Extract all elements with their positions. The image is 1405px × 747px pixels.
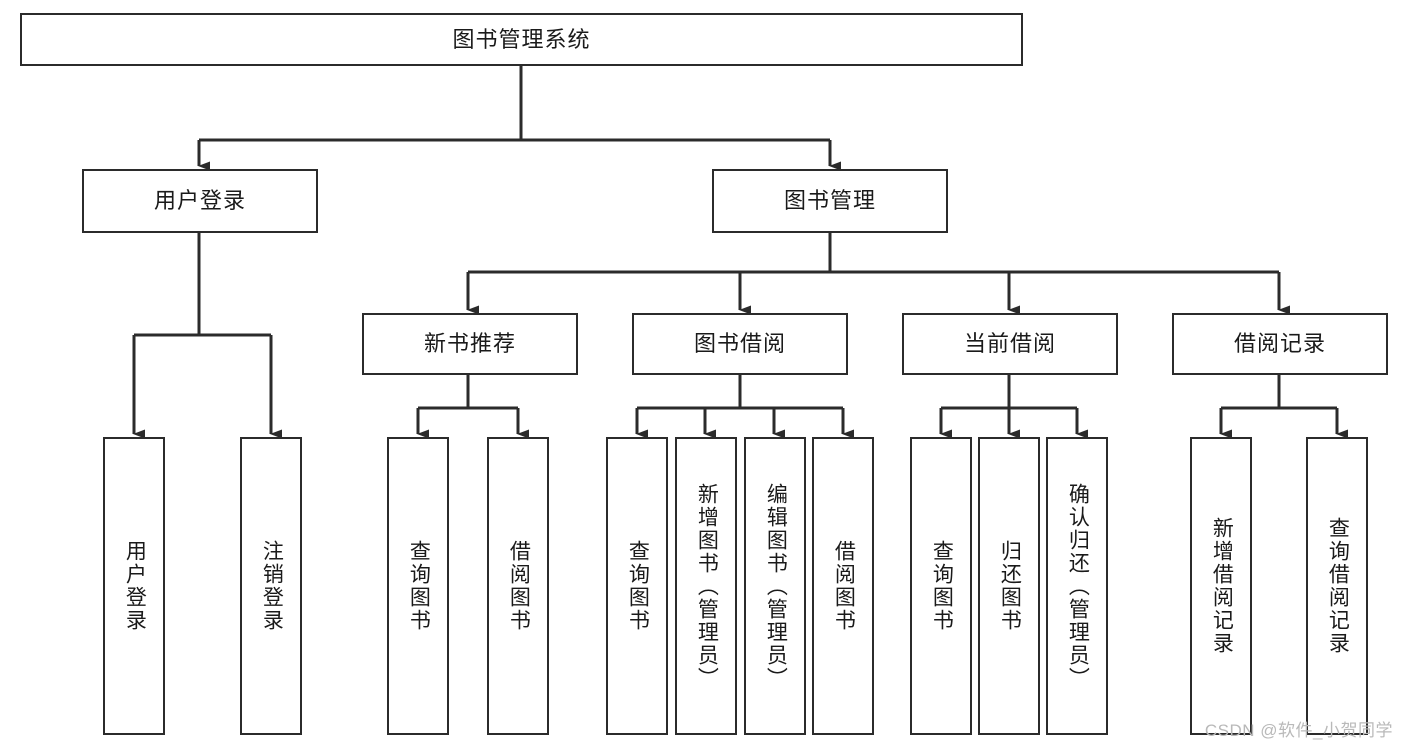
node-leaf-user-logout-label: 注销登录 (260, 540, 284, 632)
node-new-book-rec[interactable]: 新书推荐 (362, 313, 578, 375)
node-leaf-user-logout[interactable]: 注销登录 (240, 437, 302, 735)
node-leaf-record-query-label: 查询借阅记录 (1326, 517, 1350, 655)
node-leaf-rec-borrow-book[interactable]: 借阅图书 (487, 437, 549, 735)
node-borrow-record[interactable]: 借阅记录 (1172, 313, 1388, 375)
node-leaf-record-add[interactable]: 新增借阅记录 (1190, 437, 1252, 735)
node-new-book-rec-label: 新书推荐 (423, 331, 516, 357)
node-book-manage-label: 图书管理 (783, 188, 876, 214)
node-book-manage[interactable]: 图书管理 (712, 169, 948, 233)
node-leaf-record-query[interactable]: 查询借阅记录 (1306, 437, 1368, 735)
node-leaf-current-query-book-label: 查询图书 (930, 540, 954, 632)
node-leaf-borrow-borrow-book-label: 借阅图书 (832, 540, 856, 632)
node-leaf-user-login[interactable]: 用户登录 (103, 437, 165, 735)
node-user-login-label: 用户登录 (153, 188, 246, 214)
node-leaf-rec-query-book-label: 查询图书 (407, 540, 431, 632)
node-leaf-borrow-query-book-label: 查询图书 (626, 540, 650, 632)
node-leaf-current-query-book[interactable]: 查询图书 (910, 437, 972, 735)
node-leaf-current-return-book[interactable]: 归还图书 (978, 437, 1040, 735)
node-leaf-current-confirm-return-label: 确认归还（管理员） (1066, 482, 1090, 690)
node-root[interactable]: 图书管理系统 (20, 13, 1023, 66)
node-leaf-current-confirm-return[interactable]: 确认归还（管理员） (1046, 437, 1108, 735)
node-leaf-record-add-label: 新增借阅记录 (1210, 517, 1234, 655)
node-book-borrow[interactable]: 图书借阅 (632, 313, 848, 375)
node-leaf-user-login-label: 用户登录 (123, 540, 147, 632)
node-leaf-rec-borrow-book-label: 借阅图书 (507, 540, 531, 632)
csdn-watermark: CSDN @软件_小贺同学 (1204, 721, 1393, 740)
node-current-borrow[interactable]: 当前借阅 (902, 313, 1118, 375)
node-current-borrow-label: 当前借阅 (963, 331, 1056, 357)
node-root-label: 图书管理系统 (452, 26, 591, 52)
node-leaf-borrow-edit-book-label: 编辑图书（管理员） (764, 482, 788, 690)
node-leaf-current-return-book-label: 归还图书 (998, 540, 1022, 632)
node-leaf-borrow-query-book[interactable]: 查询图书 (606, 437, 668, 735)
node-leaf-borrow-add-book-label: 新增图书（管理员） (695, 482, 719, 690)
node-user-login[interactable]: 用户登录 (82, 169, 318, 233)
node-leaf-borrow-add-book[interactable]: 新增图书（管理员） (675, 437, 737, 735)
node-leaf-rec-query-book[interactable]: 查询图书 (387, 437, 449, 735)
node-leaf-borrow-edit-book[interactable]: 编辑图书（管理员） (744, 437, 806, 735)
node-book-borrow-label: 图书借阅 (693, 331, 786, 357)
node-borrow-record-label: 借阅记录 (1233, 331, 1326, 357)
node-leaf-borrow-borrow-book[interactable]: 借阅图书 (812, 437, 874, 735)
